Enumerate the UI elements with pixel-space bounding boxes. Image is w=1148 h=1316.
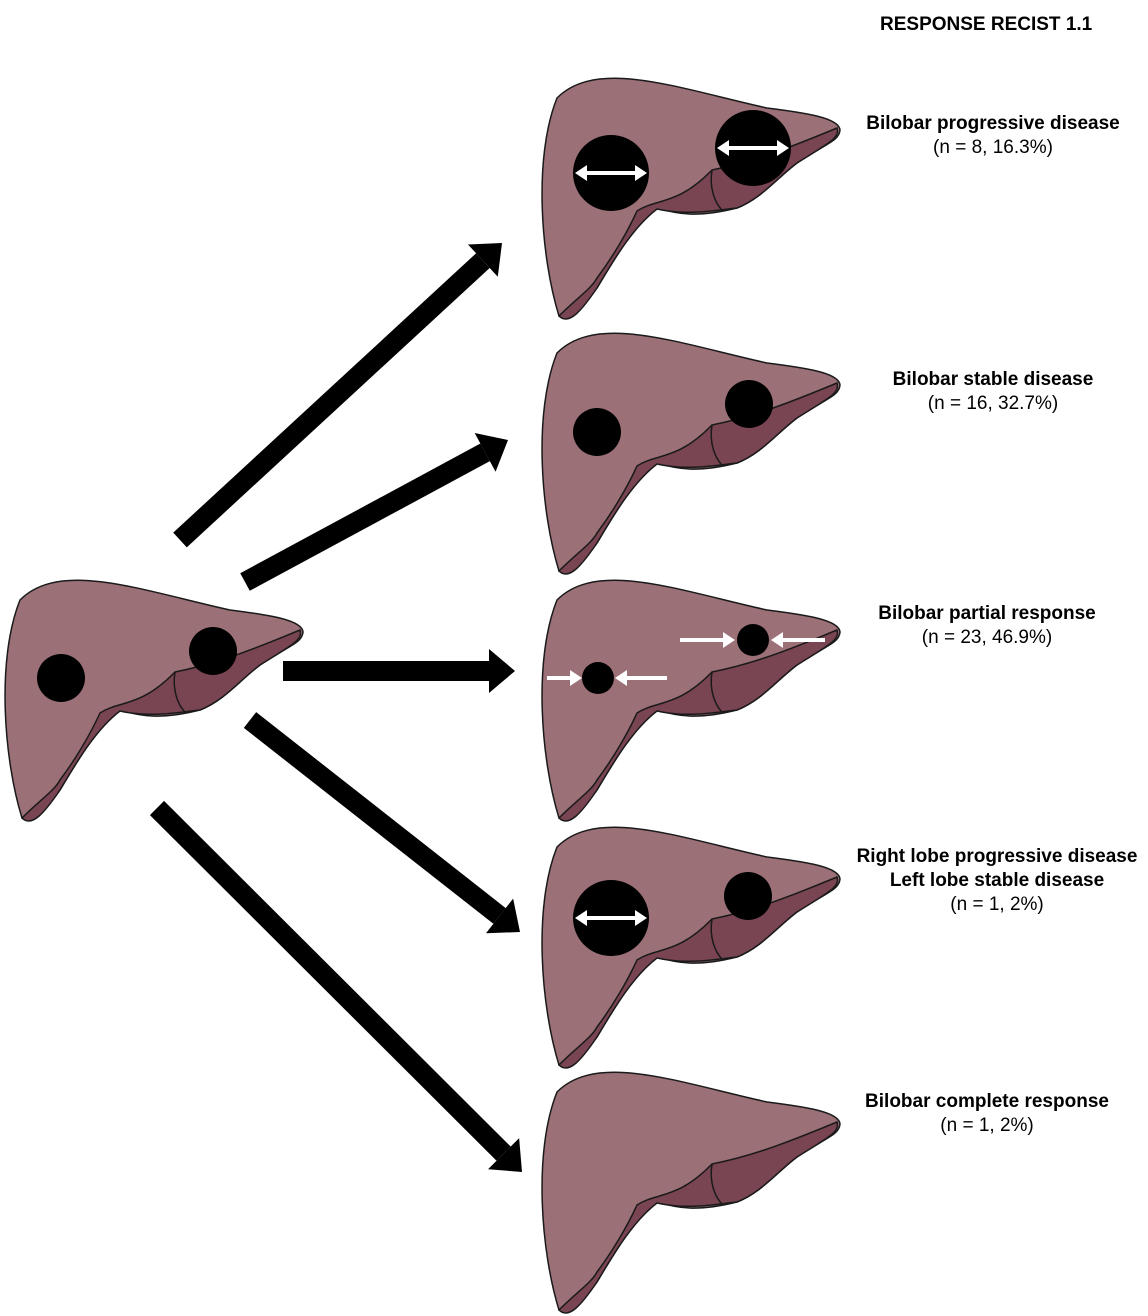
flow-arrow-mixed xyxy=(250,720,520,933)
outcome-name: Bilobar stable disease xyxy=(893,368,1094,392)
lesion-left-lobe xyxy=(724,872,772,920)
outcome-stats: (n = 1, 2%) xyxy=(857,893,1138,917)
outcome-stats: (n = 8, 16.3%) xyxy=(866,136,1119,160)
outcome-name-line1: Right lobe progressive disease xyxy=(857,845,1138,869)
page-title: RESPONSE RECIST 1.1 xyxy=(880,14,1092,36)
lesion-right-lobe xyxy=(37,654,85,702)
liver-shape xyxy=(542,827,840,1068)
outcome-liver-partial xyxy=(542,580,840,821)
arrow-shaft xyxy=(245,452,485,582)
liver-shape xyxy=(542,580,840,821)
lesion-right-lobe-shrunk xyxy=(582,662,614,694)
baseline-liver xyxy=(5,580,303,821)
flow-arrow-partial xyxy=(283,649,515,693)
arrow-shaft xyxy=(250,720,500,916)
arrow-shaft xyxy=(180,261,483,540)
outcome-liver-stable xyxy=(542,333,840,574)
flow-arrow-complete xyxy=(157,808,522,1172)
outcome-liver-complete xyxy=(542,1072,840,1313)
outcome-name-line2: Left lobe stable disease xyxy=(857,869,1138,893)
outcome-label-progressive: Bilobar progressive disease (n = 8, 16.3… xyxy=(866,112,1119,160)
outcome-label-partial: Bilobar partial response (n = 23, 46.9%) xyxy=(878,602,1096,650)
outcome-liver-progressive xyxy=(542,78,840,319)
outcome-label-mixed: Right lobe progressive disease Left lobe… xyxy=(857,845,1138,917)
liver-shape xyxy=(542,1072,840,1313)
flow-arrow-progressive xyxy=(180,243,502,540)
outcome-stats: (n = 1, 2%) xyxy=(865,1114,1109,1138)
outcome-name: Bilobar progressive disease xyxy=(866,112,1119,136)
arrowhead xyxy=(489,649,515,693)
lesion-left-lobe xyxy=(189,627,237,675)
arrow-shaft xyxy=(157,808,504,1154)
outcome-label-complete: Bilobar complete response (n = 1, 2%) xyxy=(865,1090,1109,1138)
outcome-name: Bilobar partial response xyxy=(878,602,1096,626)
liver-shape xyxy=(5,580,303,821)
lesion-left-lobe xyxy=(725,380,773,428)
outcome-label-stable: Bilobar stable disease (n = 16, 32.7%) xyxy=(893,368,1094,416)
outcome-name: Bilobar complete response xyxy=(865,1090,1109,1114)
lesion-right-lobe xyxy=(573,408,621,456)
lesion-left-lobe-shrunk xyxy=(737,624,769,656)
outcome-stats: (n = 16, 32.7%) xyxy=(893,392,1094,416)
outcome-stats: (n = 23, 46.9%) xyxy=(878,626,1096,650)
outcome-liver-mixed xyxy=(542,827,840,1068)
